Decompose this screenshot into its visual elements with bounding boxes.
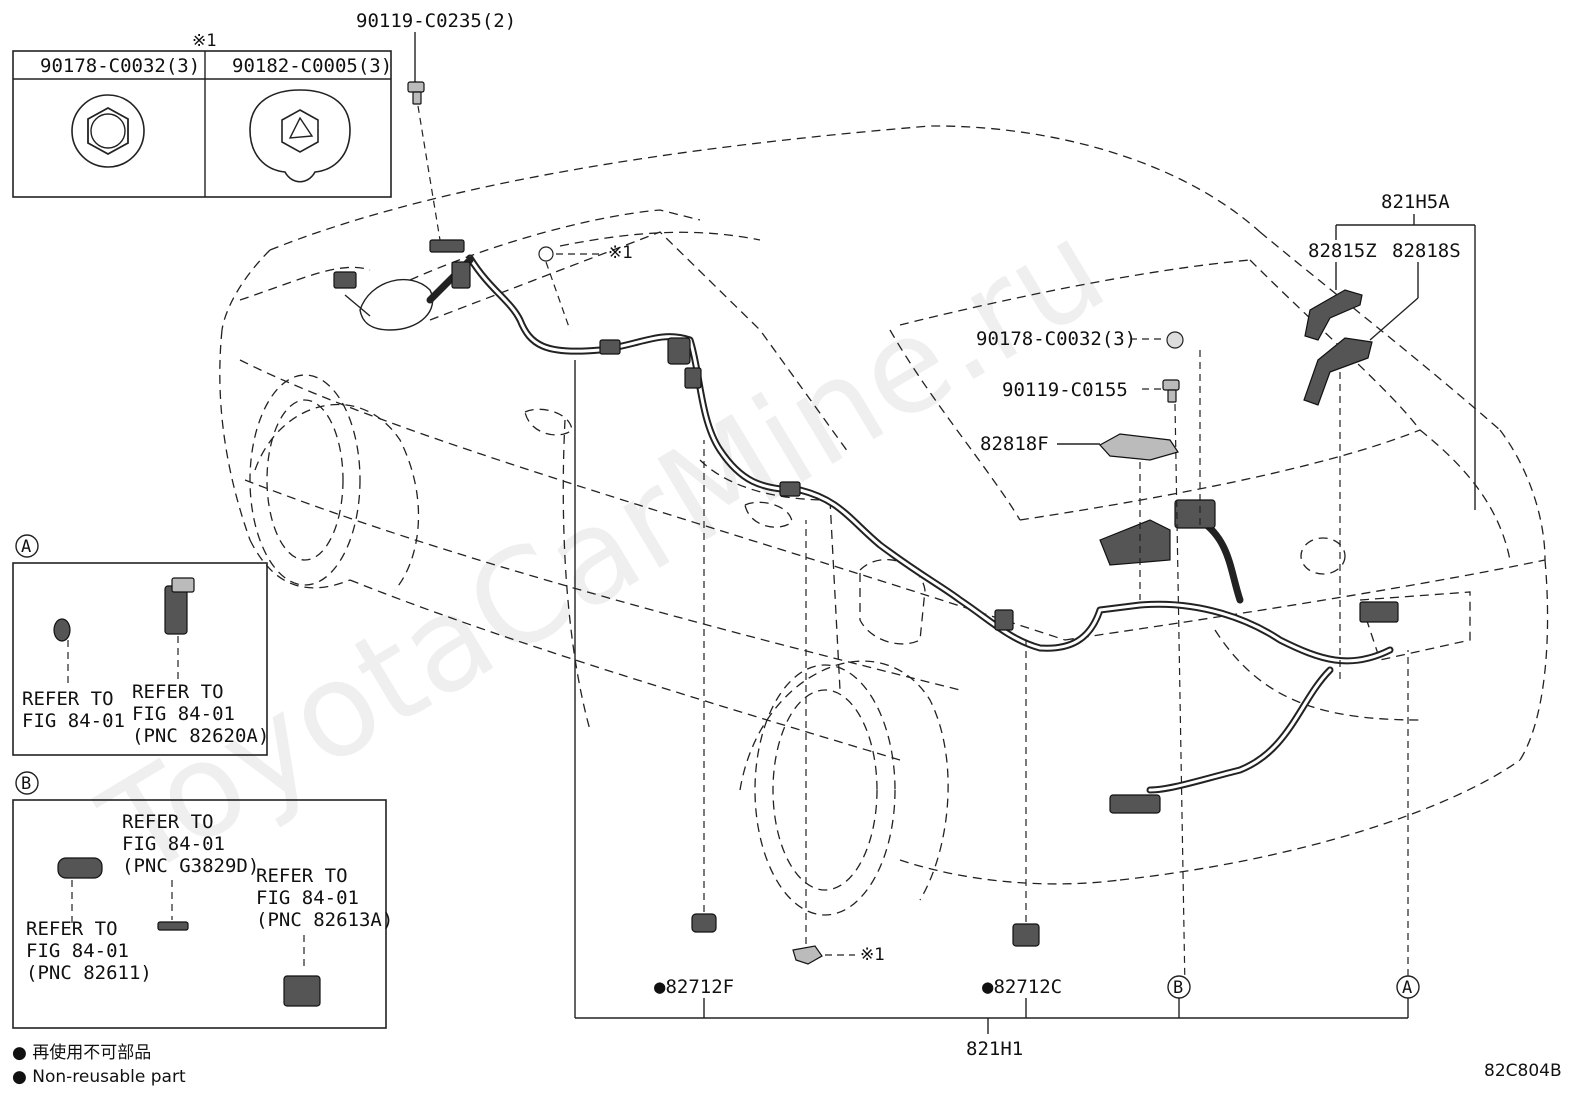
nut-rear-icon: [1166, 331, 1184, 349]
legend: ● 再使用不可部品 ● Non-reusable part 82C804B: [12, 1042, 1562, 1087]
car-body-outline: [219, 125, 1549, 916]
clip-upper-icon: [538, 246, 554, 262]
box-a-ref2-line3: (PNC 82620A): [132, 725, 269, 747]
inset-note-mark: ※1: [192, 31, 216, 51]
box-b-ref2-line1: REFER TO: [256, 865, 348, 887]
bolt-rear-icon: [1162, 379, 1180, 403]
box-b-ref2-line3: (PNC 82613A): [256, 909, 393, 931]
callout-circle-a: A: [1402, 978, 1412, 998]
inset-fastener-table: ※1 90178-C0032(3) 90182-C0005(3): [12, 31, 392, 198]
callout-82818s: 82818S: [1392, 240, 1461, 262]
box-a-ref2-line2: FIG 84-01: [132, 703, 235, 725]
lamp-switch-icon: [57, 857, 103, 879]
callout-82712c: ●82712C: [982, 976, 1062, 998]
box-a-label: A: [21, 537, 31, 557]
grommet-82712f-icon: [691, 913, 717, 933]
box-b-ref1-line2: FIG 84-01: [122, 833, 225, 855]
callout-clip-mark-upper: ※1: [608, 243, 633, 263]
detail-box-b: B REFER TO FIG 84-01 (PNC G3829D) REFER …: [12, 771, 393, 1029]
grommet-icon: [53, 618, 71, 642]
clip-nut-icon: [249, 89, 351, 183]
box-b-ref1-line3: (PNC G3829D): [122, 855, 259, 877]
box-b-ref1-line1: REFER TO: [122, 811, 214, 833]
box-a-ref1-line2: FIG 84-01: [22, 710, 125, 732]
diagram-code: 82C804B: [1484, 1061, 1562, 1081]
detail-box-a: A REFER TO FIG 84-01 REFER TO FIG 84-01 …: [12, 534, 269, 756]
box-a-ref2-line1: REFER TO: [132, 681, 224, 703]
box-b-ref3-line3: (PNC 82611): [26, 962, 152, 984]
legend-en: ● Non-reusable part: [12, 1067, 186, 1087]
trunk-opener-icon: [283, 975, 321, 1007]
clip-lower-icon: [792, 945, 823, 965]
bracket-82818f-icon: [1099, 433, 1179, 461]
callout-circle-b: B: [1173, 978, 1183, 998]
box-b-ref3-line2: FIG 84-01: [26, 940, 129, 962]
bracket-82818s-icon: [1303, 337, 1373, 406]
wire-harness: [333, 239, 1399, 814]
inset-part-90182: 90182-C0005(3): [232, 55, 392, 77]
sensor-connector-icon: [164, 585, 188, 635]
box-b-ref3-line1: REFER TO: [26, 918, 118, 940]
callout-90178-c0032-rear: 90178-C0032(3): [976, 328, 1136, 350]
legend-jp: ● 再使用不可部品: [12, 1042, 151, 1063]
callouts: 90119-C0235(2) ※1 821H5A 82815Z 82818S 9…: [356, 10, 1476, 1060]
box-b-ref2-line2: FIG 84-01: [256, 887, 359, 909]
box-b-label: B: [21, 774, 31, 794]
grommet-82712c-icon: [1012, 923, 1040, 947]
callout-821h5a: 821H5A: [1381, 191, 1450, 213]
inset-part-90178: 90178-C0032(3): [40, 55, 200, 77]
callout-clip-mark-lower: ※1: [860, 945, 885, 965]
bracket-82815z-icon: [1304, 289, 1363, 341]
callout-82712f: ●82712F: [654, 976, 734, 998]
callout-90119-c0155: 90119-C0155: [1002, 379, 1128, 401]
box-a-ref1-line1: REFER TO: [22, 688, 114, 710]
callout-821h1: 821H1: [966, 1038, 1023, 1060]
bolt-icon: [407, 81, 425, 105]
callout-82815z: 82815Z: [1308, 240, 1377, 262]
callout-90119-c0235: 90119-C0235(2): [356, 10, 516, 32]
callout-82818f: 82818F: [980, 433, 1049, 455]
switch-bracket-icon: [157, 921, 189, 931]
hex-nut-icon: [71, 94, 145, 168]
